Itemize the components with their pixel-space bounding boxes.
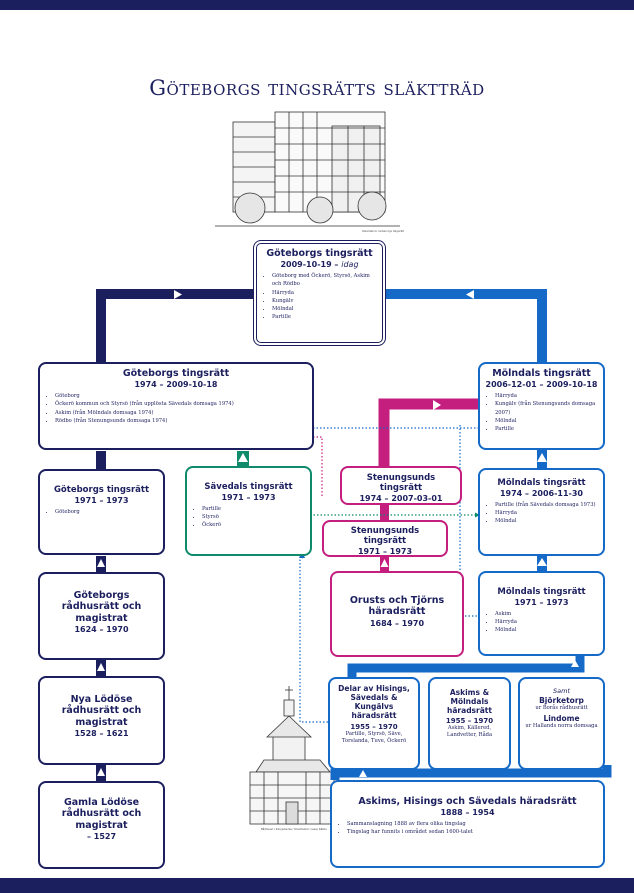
box-title: Mölndals tingsrätt	[497, 478, 586, 488]
box-dates: 2009-10-19 – idag	[280, 260, 359, 270]
list-item: Partille	[272, 313, 377, 321]
box-title: Askims & Mölndals häradsrätt	[447, 688, 492, 715]
box-dates: 1971 – 1973	[74, 496, 129, 506]
box-title: Stenungsunds tingsrätt	[350, 526, 420, 547]
box-list: Härryda Kungälv (från Stenungsunds domsa…	[485, 392, 598, 432]
list-item: Sammanslagning 1888 av flera olika tings…	[347, 820, 598, 828]
box-title: Orusts och Tjörns häradsrätt	[349, 595, 445, 618]
list-item: Styrsö	[202, 513, 305, 521]
box-note: Partille, Styrsö, Säve, Torslanda, Tuve,…	[341, 731, 407, 745]
illustration-caption-bottom: Rådhuset i Kungsbacka / Illustration: La…	[260, 828, 328, 831]
list-item: Partille	[202, 505, 305, 513]
list-item: Askim (från Mölndals domsaga 1974)	[55, 409, 307, 417]
box-list: Göteborg	[45, 508, 158, 516]
box-dates: 1971 – 1973	[514, 598, 569, 608]
box-title-2: Lindome	[543, 713, 580, 723]
box-title: Göteborgs tingsrätt	[266, 248, 373, 259]
box-dates: 1971 – 1973	[357, 547, 413, 557]
box-moln-1971: Mölndals tingsrätt 1971 – 1973 Askim Här…	[478, 571, 605, 656]
box-savedal: Sävedals tingsrätt 1971 – 1973 Partille …	[185, 466, 312, 556]
box-dates: 1528 – 1621	[74, 729, 129, 739]
box-gbg-1974: Göteborgs tingsrätt 1974 – 2009-10-18 Gö…	[38, 362, 314, 450]
box-sten-1974: Stenungsunds tingsrätt 1974 – 2007-03-01	[340, 466, 462, 505]
box-dates: 1971 – 1973	[221, 493, 276, 503]
box-title: Mölndals tingsrätt	[497, 587, 586, 597]
list-item: Öckerö	[202, 521, 305, 529]
box-dates: 1684 – 1970	[369, 618, 425, 628]
list-item: Härryda	[495, 392, 598, 400]
list-item: Partille (från Sävedals domsaga 1973)	[495, 501, 598, 509]
box-list: Partille (från Sävedals domsaga 1973) Hä…	[485, 501, 598, 525]
box-dates: 2006-12-01 – 2009-10-18	[485, 380, 598, 390]
list-item: Mölndal	[272, 305, 377, 313]
list-item: Mölndal	[495, 417, 598, 425]
box-title: Mölndals tingsrätt	[492, 368, 591, 379]
box-dates: 1624 – 1970	[74, 625, 129, 635]
box-dates: 1888 – 1954	[440, 808, 495, 818]
box-dates: 1955 – 1970	[445, 717, 494, 725]
list-item: Göteborg	[55, 508, 158, 516]
box-list: Partille Styrsö Öckerö	[192, 505, 305, 529]
box-title: Nya Lödöse rådhusrätt och magistrat	[61, 694, 142, 728]
box-title: Göteborgs tingsrätt	[53, 485, 150, 495]
box-list: Askim Härryda Mölndal	[485, 610, 598, 634]
list-item: Härryda	[495, 509, 598, 517]
box-dates: 1974 – 2007-03-01	[359, 494, 443, 504]
box-askims-hisings: Askims, Hisings och Sävedals häradsrätt …	[330, 780, 605, 868]
box-askims-moln: Askims & Mölndals häradsrätt 1955 – 1970…	[428, 677, 511, 770]
list-item: Kungälv	[272, 297, 377, 305]
box-list: Sammanslagning 1888 av flera olika tings…	[337, 820, 598, 836]
list-item: Härryda	[495, 618, 598, 626]
list-item: Göteborg	[55, 392, 307, 400]
box-title: Stenungsunds tingsrätt	[366, 473, 436, 494]
top-bar	[0, 0, 634, 10]
box-title: Gamla Lödöse rådhusrätt och magistrat	[61, 797, 142, 831]
list-item: Mölndal	[495, 626, 598, 634]
box-prefix: Samt	[553, 687, 570, 695]
box-samt: Samt Björketorp ur Borås rådhusrätt Lind…	[518, 677, 605, 770]
box-moln-1974: Mölndals tingsrätt 1974 – 2006-11-30 Par…	[478, 468, 605, 556]
box-title: Sävedals tingsrätt	[204, 482, 293, 492]
box-dates: 1955 – 1970	[350, 723, 398, 731]
illustration-caption-top: Illustration: Göteborgs tingsrätt	[362, 230, 405, 233]
box-dates: 1974 – 2006-11-30	[499, 489, 583, 499]
box-orust: Orusts och Tjörns häradsrätt 1684 – 1970	[330, 571, 464, 657]
list-item: Askim	[495, 610, 598, 618]
list-item: Partille	[495, 425, 598, 433]
box-gbg-current: Göteborgs tingsrätt 2009-10-19 – idag Gö…	[253, 240, 386, 346]
box-gamla-lodose: Gamla Lödöse rådhusrätt och magistrat – …	[38, 781, 165, 869]
box-title: Björketorp	[539, 695, 584, 705]
box-title: Askims, Hisings och Sävedals häradsrätt	[358, 796, 577, 807]
list-item: Tingslag har funnits i området sedan 160…	[347, 828, 598, 836]
list-item: Kungälv (från Stenungsunds domsaga 2007)	[495, 400, 598, 416]
list-item: Mölndal	[495, 517, 598, 525]
box-delar: Delar av Hisings, Sävedals & Kungälvs hä…	[328, 677, 420, 770]
box-title: Delar av Hisings, Sävedals & Kungälvs hä…	[338, 684, 410, 720]
box-gbg-1971: Göteborgs tingsrätt 1971 – 1973 Göteborg	[38, 469, 165, 555]
box-moln-2006: Mölndals tingsrätt 2006-12-01 – 2009-10-…	[478, 362, 605, 450]
townhall-illustration	[249, 686, 335, 825]
box-dates: 1974 – 2009-10-18	[134, 380, 218, 390]
box-nya-lodose: Nya Lödöse rådhusrätt och magistrat 1528…	[38, 676, 165, 765]
page-title: Göteborgs tingsrätts släktträd	[149, 76, 485, 100]
box-note: ur Borås rådhusrätt	[535, 704, 588, 711]
box-note: Askim, Källered, Landvetter, Råda	[446, 725, 493, 739]
courthouse-illustration	[215, 111, 400, 227]
box-gbg-radhus: Göteborgs rådhusrätt och magistrat 1624 …	[38, 572, 165, 660]
box-title: Göteborgs rådhusrätt och magistrat	[61, 590, 142, 624]
list-item: Göteborg med Öckerö, Styrsö, Askim och R…	[272, 272, 377, 288]
box-list: Göteborg Öckerö kommun och Styrsö (från …	[45, 392, 307, 424]
box-dates: – 1527	[86, 832, 117, 842]
list-item: Öckerö kommun och Styrsö (från upplösta …	[55, 400, 307, 408]
list-item: Härryda	[272, 289, 377, 297]
bottom-bar	[0, 878, 634, 893]
list-item: Rödbo (från Stenungsunds domsaga 1974)	[55, 417, 307, 425]
box-list: Göteborg med Öckerö, Styrsö, Askim och R…	[262, 272, 377, 320]
box-note-2: ur Hallands norra domsaga	[525, 722, 598, 729]
box-title: Göteborgs tingsrätt	[122, 368, 230, 379]
box-sten-1971: Stenungsunds tingsrätt 1971 – 1973	[322, 520, 448, 557]
